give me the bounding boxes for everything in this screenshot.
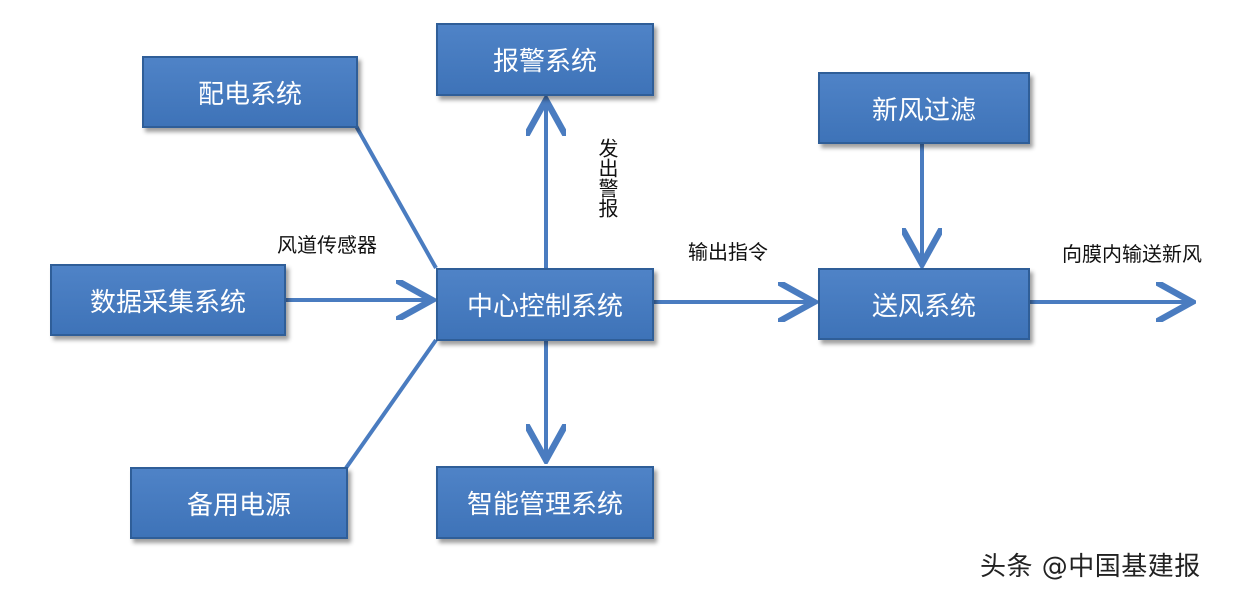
node-alarm-label: 报警系统: [492, 47, 597, 77]
node-intelligent-management-label: 智能管理系统: [466, 490, 623, 520]
node-air-supply: 送风系统: [818, 268, 1030, 340]
node-power-distribution-label: 配电系统: [197, 79, 302, 110]
edge-label-output-command: 输出指令: [688, 240, 768, 264]
node-data-acquisition-label: 数据采集系统: [89, 287, 246, 318]
node-backup-power-label: 备用电源: [186, 490, 291, 521]
link-central-to-backup: [344, 338, 438, 470]
node-intelligent-management: 智能管理系统: [436, 466, 654, 539]
edge-label-supply-fresh-air: 向膜内输送新风: [1062, 242, 1202, 266]
edge-label-duct-sensor: 风道传感器: [277, 233, 377, 257]
node-alarm: 报警系统: [436, 23, 654, 96]
link-power-to-central: [354, 125, 438, 269]
node-central-control: 中心控制系统: [436, 268, 654, 341]
edge-label-send-alarm: 发出警报: [595, 138, 619, 218]
node-central-control-label: 中心控制系统: [466, 292, 623, 322]
node-air-supply-label: 送风系统: [871, 291, 976, 322]
watermark: 头条 @中国基建报: [980, 552, 1201, 582]
node-fresh-air-filter-label: 新风过滤: [871, 95, 976, 126]
node-power-distribution: 配电系统: [142, 56, 358, 128]
node-backup-power: 备用电源: [130, 467, 348, 539]
node-data-acquisition: 数据采集系统: [50, 264, 286, 336]
node-fresh-air-filter: 新风过滤: [818, 72, 1030, 144]
